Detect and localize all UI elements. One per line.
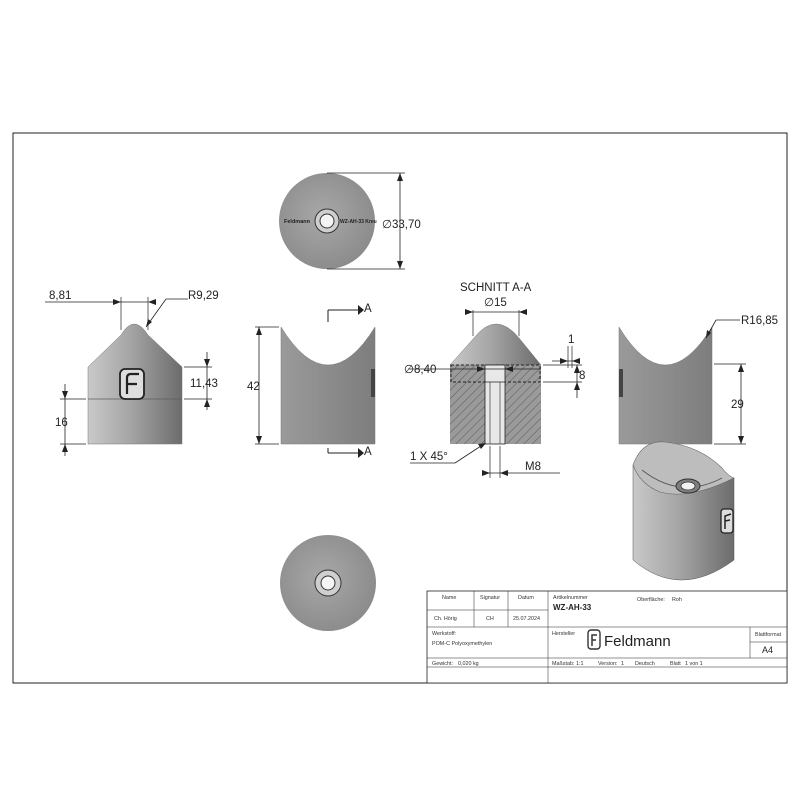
tb-article-label: Artikelnummer xyxy=(553,595,588,601)
tb-scale-label: Maßstab: xyxy=(552,661,574,667)
side-view-cut-label-bottom: A xyxy=(364,446,372,458)
front-view-radius-dim: R9,29 xyxy=(188,290,219,302)
tb-sheet-label: Blatt xyxy=(670,661,681,667)
side-view-height-dim: 42 xyxy=(247,381,260,393)
tb-format-label: Blattformat xyxy=(755,632,782,638)
front-view-logo-height-dim: 11,43 xyxy=(190,378,218,390)
section-view-bore xyxy=(484,364,506,445)
tb-format-value: A4 xyxy=(762,645,773,655)
front-view: 8,81 R9,29 11,43 16 xyxy=(45,290,219,456)
tb-brand-name: Feldmann xyxy=(604,633,671,650)
iso-view-logo-icon xyxy=(720,508,734,534)
section-view-chamfer-width-dim: 1 xyxy=(568,334,574,346)
top-view: Feldmann WZ-AH-33 Kreu ∅33,70 xyxy=(279,172,421,270)
section-view-depth-dim: 8 xyxy=(579,370,585,382)
side-view: 42 A A xyxy=(247,303,376,458)
section-view-chamfer-dim: 1 X 45° xyxy=(410,451,448,463)
top-view-diameter-dim: ∅33,70 xyxy=(382,219,421,231)
side-view-body xyxy=(280,326,376,445)
tb-sheet-value: 1 von 1 xyxy=(685,661,703,667)
top-view-bore-inner xyxy=(319,213,335,229)
section-view: SCHNITT A-A ∅15 ∅8,40 1 xyxy=(404,282,585,478)
sheet-border xyxy=(12,132,788,684)
tb-signature-value: CH xyxy=(486,616,494,622)
tb-surface-label: Oberfläche: xyxy=(637,597,665,603)
section-view-title: SCHNITT A-A xyxy=(460,282,532,294)
section-view-top-dia-dim: ∅15 xyxy=(484,297,507,309)
front-view-width-dim: 8,81 xyxy=(49,290,71,302)
tb-date-value: 25.07.2024 xyxy=(513,616,540,622)
bottom-view-bore-inner xyxy=(320,575,336,591)
front-view-bottom-dim: 16 xyxy=(55,417,68,429)
tb-version-value: 1 xyxy=(621,661,624,667)
top-view-brand-mark: Feldmann xyxy=(284,219,311,225)
tb-brand-logo-icon xyxy=(587,629,601,650)
tb-language-value: Deutsch xyxy=(635,661,655,667)
tb-name-label: Name xyxy=(442,595,456,601)
tb-maker-label: Hersteller xyxy=(552,631,575,637)
tb-weight-label: Gewicht: xyxy=(432,661,453,667)
front-view-logo-icon xyxy=(119,368,145,400)
section-view-thread-dim: M8 xyxy=(525,461,541,473)
title-block: Name Signatur Datum Ch. Hörig CH 25.07.2… xyxy=(426,590,788,684)
section-view-bore-dim: ∅8,40 xyxy=(404,364,436,376)
right-view-radius-dim: R16,85 xyxy=(741,315,778,327)
tb-version-label: Version: xyxy=(598,661,617,667)
tb-scale-value: 1:1 xyxy=(576,661,584,667)
tb-article-value: WZ-AH-33 xyxy=(553,603,592,612)
right-view-body xyxy=(618,326,713,445)
tb-date-label: Datum xyxy=(518,595,534,601)
top-view-part-mark: WZ-AH-33 Kreu xyxy=(340,219,377,225)
tb-material-label: Werkstoff: xyxy=(432,631,456,637)
tb-weight-value: 0,020 kg xyxy=(458,661,479,667)
iso-view xyxy=(632,441,735,581)
right-view-height-dim: 29 xyxy=(731,399,744,411)
right-view: R16,85 29 xyxy=(618,315,778,445)
tb-signature-label: Signatur xyxy=(480,595,500,601)
side-view-cut-label-top: A xyxy=(364,303,372,315)
bottom-view xyxy=(280,535,376,631)
tb-material-value: POM-C Polyoxymethylen xyxy=(432,641,492,647)
tb-surface-value: Roh xyxy=(672,597,682,603)
tb-name-value: Ch. Hörig xyxy=(434,616,457,622)
